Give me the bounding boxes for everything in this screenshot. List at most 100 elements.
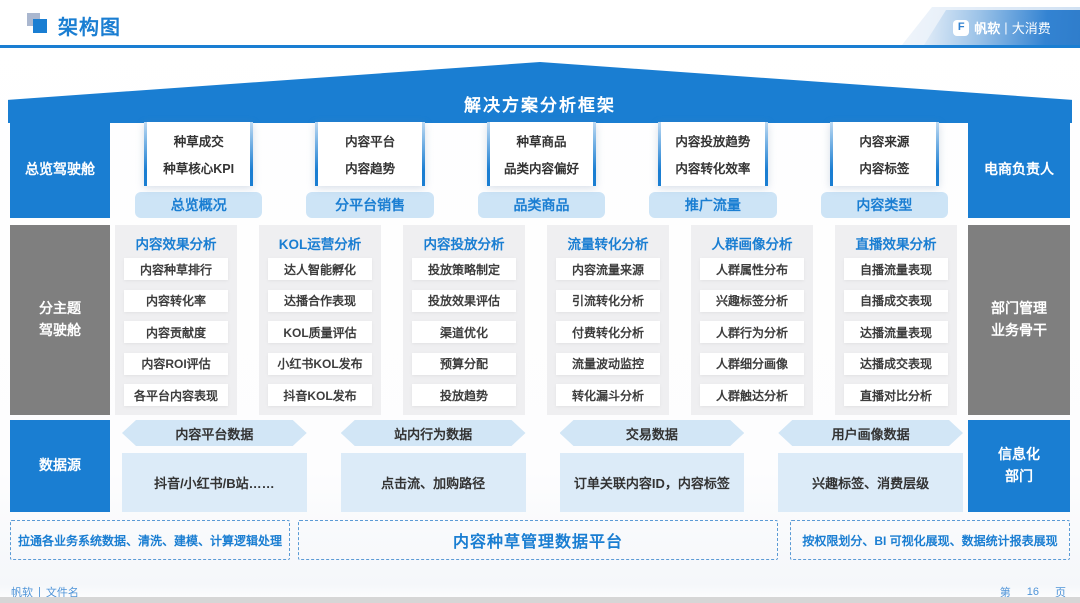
overview-group: 内容平台内容趋势分平台销售 <box>306 122 434 218</box>
framework-title: 解决方案分析框架 <box>464 96 616 115</box>
theme-item: 人群行为分析 <box>700 321 804 343</box>
overview-item: 种草核心KPI <box>163 162 235 177</box>
overview-group-label: 内容类型 <box>820 192 949 218</box>
theme-column-header: 流量转化分析 <box>567 236 649 252</box>
theme-item: KOL质量评估 <box>268 321 372 343</box>
overview-item: 内容平台 <box>345 134 396 149</box>
theme-column-items: 达人智能孵化达播合作表现 KOL质量评估小红书KOL发布抖音KOL发布 <box>268 255 372 406</box>
theme-item: 小红书KOL发布 <box>268 352 372 375</box>
theme-item: 内容流量来源 <box>556 258 660 280</box>
brand-banner: F 帆软 | 大消费 <box>924 10 1080 45</box>
theme-item: 抖音KOL发布 <box>268 384 372 406</box>
theme-column-items: 投放策略制定投放效果评估渠道优化预算分配投放趋势 <box>412 255 516 406</box>
text-line: 信息化 <box>998 446 1040 463</box>
overview-group: 内容投放趋势内容转化效率推广流量 <box>649 122 777 218</box>
theme-column-items: 内容流量来源引流转化分析付费转化分析流量波动监控转化漏斗分析 <box>556 255 660 406</box>
theme-column-header: 内容投放分析 <box>423 236 505 252</box>
overview-item: 内容标签 <box>859 162 910 177</box>
theme-item: 转化漏斗分析 <box>556 384 660 406</box>
theme-item: 预算分配 <box>412 352 516 375</box>
framework-roof-banner: 解决方案分析框架 <box>8 62 1072 123</box>
theme-item: 自播成交表现 <box>844 289 948 312</box>
theme-item: 渠道优化 <box>412 321 516 343</box>
datasource-group: 交易数据订单关联内容ID，内容标签 <box>559 420 745 512</box>
theme-column-items: 人群属性分布兴趣标签分析人群行为分析人群细分画像人群触达分析 <box>700 255 804 406</box>
theme-item: 内容种草排行 <box>124 258 228 280</box>
datasource-group-header: 交易数据 <box>560 420 745 446</box>
overview-group-label: 品类商品 <box>477 192 606 218</box>
footer-page-indicator: 第 16 页 <box>1000 584 1066 600</box>
theme-item: 内容贡献度 <box>124 321 228 343</box>
datasource-group-detail: 抖音/小红书/B站…… <box>122 453 307 512</box>
overview-group-box: 内容平台内容趋势 <box>315 122 426 186</box>
theme-column-items: 内容种草排行内容转化率内容贡献度内容ROI评估各平台内容表现 <box>124 255 228 406</box>
theme-item: 直播对比分析 <box>844 384 948 406</box>
theme-item: 各平台内容表现 <box>124 384 228 406</box>
theme-column-header: 人群画像分析 <box>711 236 793 252</box>
theme-column: 内容投放分析投放策略制定投放效果评估渠道优化预算分配投放趋势 <box>403 225 525 415</box>
overview-group: 内容来源内容标签内容类型 <box>820 122 949 218</box>
theme-column-header: 直播效果分析 <box>855 236 937 252</box>
theme-item: 人群细分画像 <box>700 352 804 375</box>
page-suffix: 页 <box>1055 587 1066 599</box>
overview-group: 种草商品品类内容偏好品类商品 <box>477 122 606 218</box>
theme-item: 人群触达分析 <box>700 384 804 406</box>
datasource-group-header: 站内行为数据 <box>341 420 526 446</box>
theme-item: 内容转化率 <box>124 289 228 312</box>
page-prefix: 第 <box>999 587 1011 599</box>
theme-column: 内容效果分析内容种草排行内容转化率内容贡献度内容ROI评估各平台内容表现 <box>115 225 237 415</box>
title-square-icon <box>33 19 47 33</box>
footer-divider: | <box>38 586 41 598</box>
text-line: 部门管理 <box>991 300 1047 317</box>
overview-group-box: 种草成交种草核心KPI <box>144 122 254 186</box>
theme-item: 内容ROI评估 <box>124 352 228 375</box>
platform-center-box: 内容种草管理数据平台 <box>298 520 778 560</box>
theme-item: 达播合作表现 <box>268 289 372 312</box>
datasource-group: 站内行为数据点击流、加购路径 <box>340 420 526 512</box>
theme-item: 自播流量表现 <box>844 258 948 280</box>
overview-item: 内容趋势 <box>345 162 396 177</box>
footer-left: 帆软 | 文件名 <box>11 584 79 600</box>
theme-column: 直播效果分析自播流量表现自播成交表现达播流量表现达播成交表现直播对比分析 <box>835 225 957 415</box>
datasource-group-header: 内容平台数据 <box>122 420 307 446</box>
page-number: 16 <box>1026 586 1039 598</box>
overview-item: 内容投放趋势 <box>675 134 751 149</box>
theme-columns: 内容效果分析内容种草排行内容转化率内容贡献度内容ROI评估各平台内容表现 KOL运… <box>115 225 957 415</box>
brand-name: 帆软 <box>974 21 1001 36</box>
overview-group-label: 推广流量 <box>649 192 777 218</box>
theme-item: 付费转化分析 <box>556 321 660 343</box>
theme-item: 投放趋势 <box>412 384 516 406</box>
theme-column-header: KOL运营分析 <box>278 236 362 252</box>
theme-item: 人群属性分布 <box>700 258 804 280</box>
theme-column-items: 自播流量表现自播成交表现达播流量表现达播成交表现直播对比分析 <box>844 255 948 406</box>
datasource-right-box: 信息化部门 <box>968 420 1070 512</box>
text-line: 业务骨干 <box>991 322 1047 338</box>
brand-divider: | <box>1004 20 1008 35</box>
footer-brand: 帆软 <box>11 587 33 599</box>
datasource-group: 用户画像数据兴趣标签、消费层级 <box>778 420 963 512</box>
platform-left-box: 拉通各业务系统数据、清洗、建模、计算逻辑处理 <box>10 520 290 560</box>
theme-column-header: 内容效果分析 <box>135 236 217 252</box>
overview-group-label: 分平台销售 <box>306 192 434 218</box>
overview-item: 品类内容偏好 <box>504 162 580 177</box>
datasource-group-detail: 点击流、加购路径 <box>340 453 526 512</box>
overview-group-box: 种草商品品类内容偏好 <box>486 122 597 186</box>
theme-column: 流量转化分析内容流量来源引流转化分析付费转化分析流量波动监控转化漏斗分析 <box>547 225 669 415</box>
theme-item: 投放策略制定 <box>412 258 516 280</box>
overview-item: 内容来源 <box>859 134 910 149</box>
overview-group-box: 内容投放趋势内容转化效率 <box>658 122 769 186</box>
theme-row: 分主题驾驶舱 内容效果分析内容种草排行内容转化率内容贡献度内容ROI评估各平台内… <box>10 225 1070 415</box>
theme-item: 达播流量表现 <box>844 321 948 343</box>
theme-item: 投放效果评估 <box>412 289 516 312</box>
text-line: 分主题 <box>39 300 81 317</box>
platform-right-box: 按权限划分、BI 可视化展现、数据统计报表展现 <box>790 520 1070 560</box>
datasource-group-detail: 订单关联内容ID，内容标签 <box>559 453 745 512</box>
brand-suffix: 大消费 <box>1011 21 1051 36</box>
overview-item: 种草成交 <box>173 134 224 149</box>
datasource-group-detail: 兴趣标签、消费层级 <box>778 453 963 512</box>
datasource-row: 数据源 内容平台数据抖音/小红书/B站……站内行为数据点击流、加购路径交易数据订… <box>10 420 1070 512</box>
theme-item: 达人智能孵化 <box>268 258 372 280</box>
overview-right-box: 电商负责人 <box>968 122 1070 218</box>
